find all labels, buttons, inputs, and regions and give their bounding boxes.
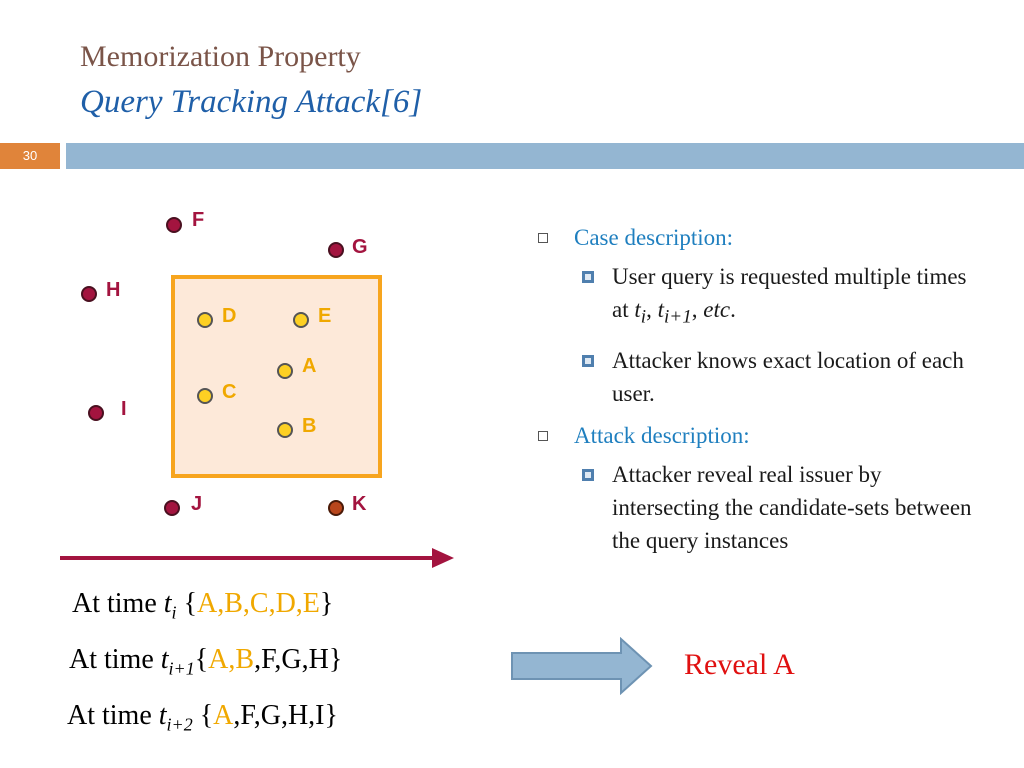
user-label-k: K xyxy=(352,493,367,515)
square-bullet-icon xyxy=(582,468,594,481)
time-line-3: At time ti+2 {A,F,G,H,I} xyxy=(67,700,338,735)
case-item: Attacker knows exact location of each us… xyxy=(538,344,978,410)
time-axis-line xyxy=(60,556,438,560)
hollow-square-bullet-icon xyxy=(538,430,548,441)
user-label-c: C xyxy=(222,381,237,403)
user-label-e: E xyxy=(318,305,332,327)
user-dot-g xyxy=(328,242,344,258)
user-label-b: B xyxy=(302,415,317,437)
cloaking-region xyxy=(171,275,382,478)
description-list: Case description: User query is requeste… xyxy=(538,222,978,567)
user-dot-i xyxy=(88,405,104,421)
user-dot-a xyxy=(277,363,293,379)
user-label-j: J xyxy=(191,493,203,515)
user-dot-d xyxy=(197,312,213,328)
time-line-2: At time ti+1{A,B,F,G,H} xyxy=(69,644,343,679)
slide-title: Memorization Property xyxy=(80,40,361,73)
user-dot-k xyxy=(328,500,344,516)
attack-heading: Attack description: xyxy=(538,420,978,452)
user-label-g: G xyxy=(352,236,368,258)
square-bullet-icon xyxy=(582,354,594,367)
user-label-i: I xyxy=(121,398,127,420)
slide-number: 30 xyxy=(0,143,60,169)
user-dot-f xyxy=(166,217,182,233)
attack-item: Attacker reveal real issuer by intersect… xyxy=(538,458,978,557)
case-item: User query is requested multiple times a… xyxy=(538,260,978,334)
user-label-d: D xyxy=(222,305,237,327)
result-text: Reveal A xyxy=(684,648,795,681)
user-dot-e xyxy=(293,312,309,328)
hollow-square-bullet-icon xyxy=(538,233,548,243)
user-dot-c xyxy=(197,388,213,404)
user-label-f: F xyxy=(192,209,205,231)
user-label-a: A xyxy=(302,355,317,377)
time-line-1: At time ti {A,B,C,D,E} xyxy=(72,588,334,623)
case-heading: Case description: xyxy=(538,222,978,254)
right-block-arrow-icon xyxy=(511,637,653,695)
time-axis-arrowhead xyxy=(432,548,454,568)
user-dot-h xyxy=(81,286,97,302)
user-label-h: H xyxy=(106,279,121,301)
square-bullet-icon xyxy=(582,271,594,283)
user-dot-j xyxy=(164,500,180,516)
user-dot-b xyxy=(277,422,293,438)
header-bar xyxy=(66,143,1024,169)
slide-subtitle: Query Tracking Attack[6] xyxy=(80,84,423,120)
